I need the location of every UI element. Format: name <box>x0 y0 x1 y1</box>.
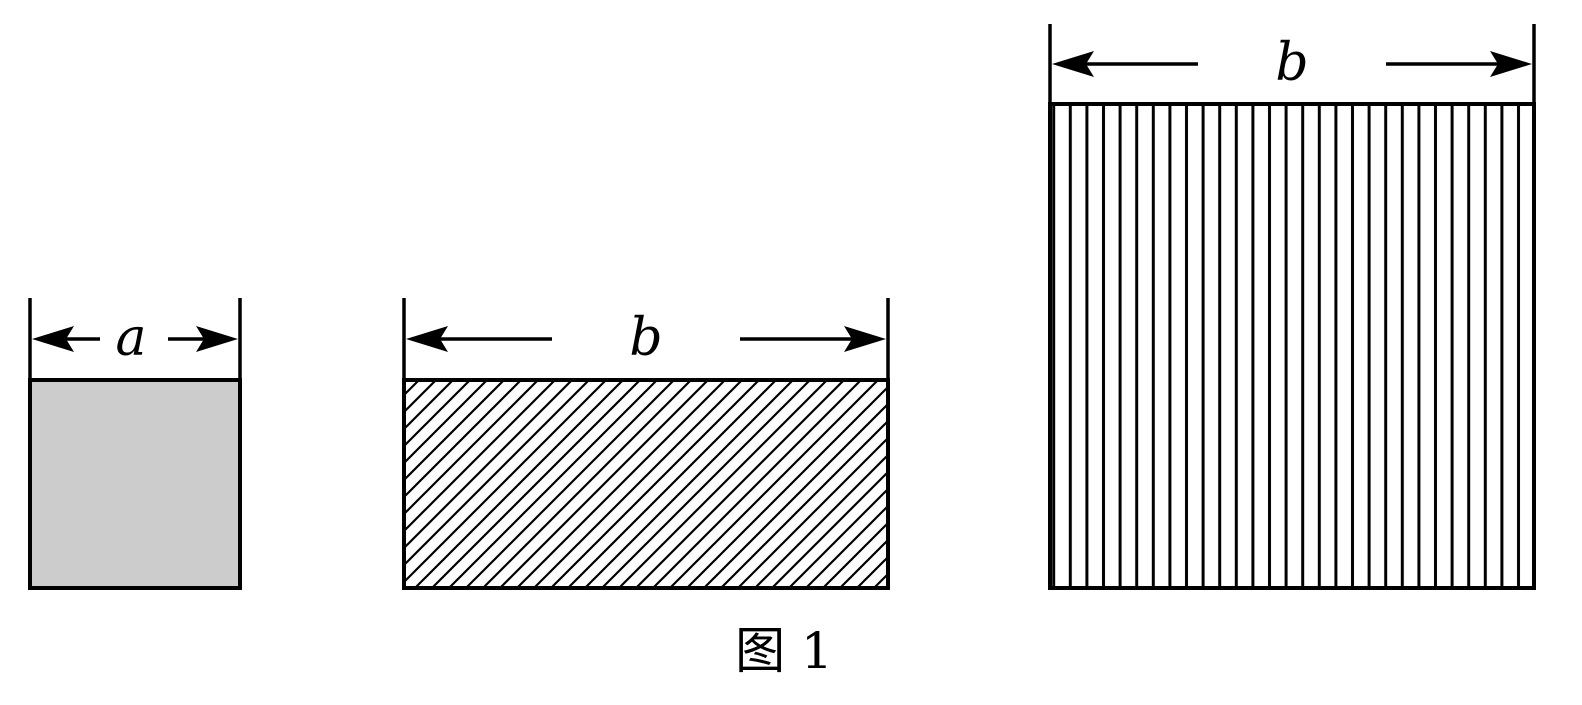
dimension-b-rect-left-arrow <box>406 326 552 352</box>
small-square <box>28 378 242 590</box>
dimension-a-left-arrow <box>32 326 100 352</box>
dimension-label-b-square: b <box>1275 33 1308 93</box>
hatched-rectangle <box>402 378 890 590</box>
dimension-b-rect-right-arrow <box>740 326 886 352</box>
dimension-label-b-rectangle: b <box>629 308 662 368</box>
dimension-a-right-arrow <box>168 326 238 352</box>
rectangle-group: b <box>402 298 890 590</box>
large-square-group: b <box>1048 24 1536 590</box>
dimension-b-square-left-arrow <box>1052 51 1198 77</box>
figure-caption: 图 1 <box>735 622 833 680</box>
dimension-label-a: a <box>115 308 146 368</box>
striped-square <box>1048 102 1536 590</box>
dimension-b-square-right-arrow <box>1386 51 1532 77</box>
small-square-group: a <box>28 298 242 590</box>
